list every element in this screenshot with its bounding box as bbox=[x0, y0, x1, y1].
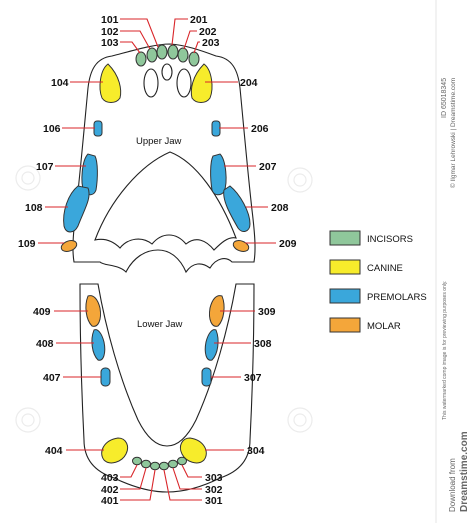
tooth-304[interactable] bbox=[179, 437, 207, 464]
tooth-302[interactable] bbox=[168, 459, 178, 469]
legend-label-canine: CANINE bbox=[367, 263, 403, 274]
label-101: 101 bbox=[101, 14, 119, 26]
tooth-106[interactable] bbox=[93, 120, 103, 137]
tooth-203[interactable] bbox=[188, 51, 200, 67]
label-402: 402 bbox=[101, 484, 119, 496]
label-108: 108 bbox=[25, 202, 43, 214]
label-307: 307 bbox=[244, 372, 262, 384]
watermark-site: Dreamstime.com bbox=[459, 431, 470, 512]
watermark-id: ID 65018345 bbox=[441, 78, 448, 118]
tooth-308[interactable] bbox=[204, 329, 219, 361]
upper-palate-outline bbox=[94, 151, 237, 251]
nasal-opening-right bbox=[176, 68, 192, 98]
label-304: 304 bbox=[247, 445, 265, 457]
label-109: 109 bbox=[18, 238, 36, 250]
label-309: 309 bbox=[258, 306, 276, 318]
label-407: 407 bbox=[43, 372, 61, 384]
label-403: 403 bbox=[101, 472, 119, 484]
legend-label-premolars: PREMOLARS bbox=[367, 292, 427, 303]
legend-label-incisors: INCISORS bbox=[367, 234, 413, 245]
watermark-circles bbox=[15, 165, 313, 433]
tooth-109[interactable] bbox=[60, 239, 78, 254]
watermark-author: © Ilgmar Lehrowski | Dreamstime.com bbox=[449, 78, 457, 188]
label-409: 409 bbox=[33, 306, 51, 318]
tooth-204[interactable] bbox=[190, 63, 213, 103]
tooth-102[interactable] bbox=[146, 47, 158, 63]
tooth-401[interactable] bbox=[150, 461, 160, 471]
tooth-303[interactable] bbox=[177, 456, 187, 466]
tooth-101[interactable] bbox=[156, 44, 168, 60]
tooth-207[interactable] bbox=[210, 153, 227, 196]
leader-lines bbox=[38, 18, 276, 501]
label-102: 102 bbox=[101, 26, 119, 38]
legend-swatch-molar bbox=[329, 317, 361, 333]
label-207: 207 bbox=[259, 161, 277, 173]
tooth-402[interactable] bbox=[141, 459, 151, 469]
legend: INCISORS CANINE PREMOLARS MOLAR bbox=[329, 230, 427, 333]
label-404: 404 bbox=[45, 445, 63, 457]
tooth-403[interactable] bbox=[132, 456, 142, 466]
watermark-download: Download from bbox=[448, 458, 457, 512]
label-203: 203 bbox=[202, 37, 220, 49]
tooth-208[interactable] bbox=[223, 185, 251, 232]
label-302: 302 bbox=[205, 484, 223, 496]
upper-teeth bbox=[60, 44, 251, 254]
tooth-209[interactable] bbox=[232, 239, 250, 254]
label-104: 104 bbox=[51, 77, 69, 89]
tooth-407[interactable] bbox=[100, 367, 111, 387]
label-107: 107 bbox=[36, 161, 54, 173]
watermark-sidebar: ID 65018345 © Ilgmar Lehrowski | Dreamst… bbox=[435, 0, 470, 523]
label-204: 204 bbox=[240, 77, 258, 89]
tooth-202[interactable] bbox=[177, 47, 189, 63]
tooth-108[interactable] bbox=[63, 185, 90, 233]
nasal-opening-left bbox=[143, 68, 159, 98]
label-408: 408 bbox=[36, 338, 54, 350]
tooth-103[interactable] bbox=[135, 51, 147, 67]
label-103: 103 bbox=[101, 37, 119, 49]
upper-jaw-label: Upper Jaw bbox=[136, 136, 182, 147]
tooth-307[interactable] bbox=[201, 367, 212, 387]
label-201: 201 bbox=[190, 14, 208, 26]
tooth-107[interactable] bbox=[81, 153, 98, 196]
tooth-309[interactable] bbox=[209, 295, 225, 327]
tooth-104[interactable] bbox=[99, 63, 122, 103]
lower-jaw-label: Lower Jaw bbox=[137, 319, 183, 330]
tooth-301[interactable] bbox=[159, 461, 169, 471]
incisive-opening bbox=[161, 63, 173, 81]
label-308: 308 bbox=[254, 338, 272, 350]
label-301: 301 bbox=[205, 495, 223, 507]
tooth-409[interactable] bbox=[85, 295, 101, 327]
label-208: 208 bbox=[271, 202, 289, 214]
tooth-404[interactable] bbox=[101, 437, 129, 464]
label-206: 206 bbox=[251, 123, 269, 135]
label-209: 209 bbox=[279, 238, 297, 250]
lower-teeth bbox=[85, 295, 225, 471]
tooth-206[interactable] bbox=[211, 120, 221, 137]
legend-swatch-canine bbox=[329, 259, 361, 275]
tooth-201[interactable] bbox=[167, 44, 179, 60]
legend-swatch-premolars bbox=[329, 288, 361, 304]
legend-swatch-incisors bbox=[329, 230, 361, 246]
label-303: 303 bbox=[205, 472, 223, 484]
legend-label-molar: MOLAR bbox=[367, 321, 401, 332]
tooth-408[interactable] bbox=[91, 329, 106, 361]
tooth-numbers: 101 102 103 104 106 107 108 109 201 202 … bbox=[18, 14, 297, 507]
label-401: 401 bbox=[101, 495, 119, 507]
label-202: 202 bbox=[199, 26, 217, 38]
watermark-note: This watermarked comp image is for previ… bbox=[442, 281, 448, 420]
label-106: 106 bbox=[43, 123, 61, 135]
